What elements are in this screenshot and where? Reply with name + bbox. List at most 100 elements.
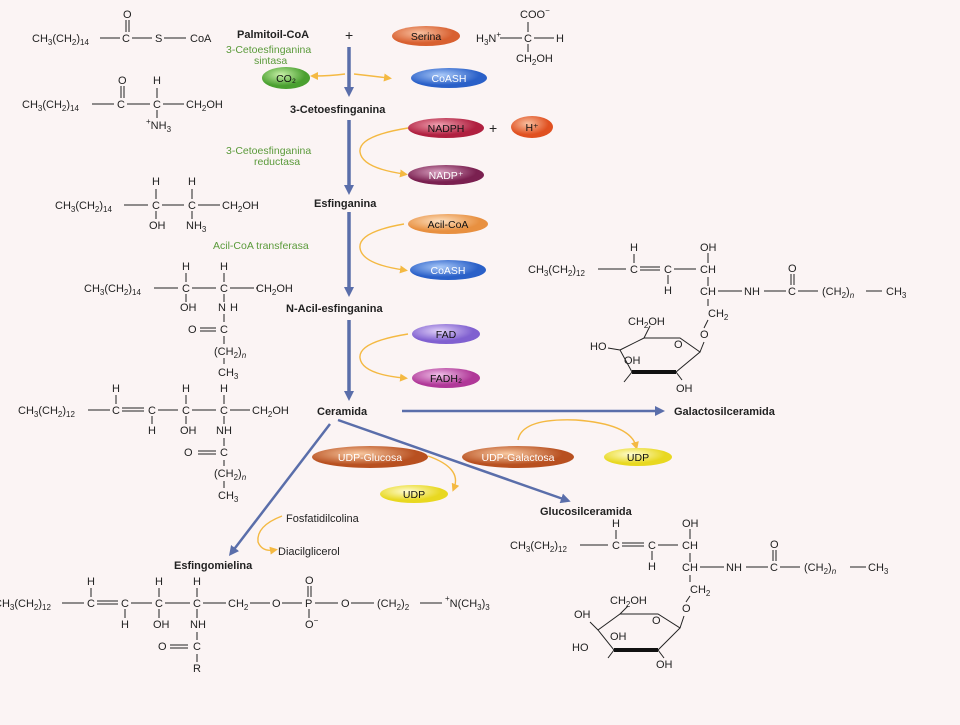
pill-acil-coa: Acil-CoA <box>408 214 488 234</box>
svg-text:O: O <box>272 598 281 610</box>
svg-text:CH3: CH3 <box>868 562 889 576</box>
side-arrow-udpglc <box>427 455 460 492</box>
pill-fadh2: FADH₂ <box>412 368 480 388</box>
svg-text:OH: OH <box>624 355 641 367</box>
svg-text:N: N <box>218 302 226 314</box>
svg-text:CH2: CH2 <box>708 308 729 322</box>
label-esfingomielina: Esfingomielina <box>174 560 253 572</box>
svg-text:CH3(CH2)14: CH3(CH2)14 <box>84 283 141 297</box>
main-arrows <box>228 47 665 556</box>
svg-text:C: C <box>112 405 120 417</box>
svg-text:O: O <box>788 263 797 275</box>
svg-text:OH: OH <box>574 609 591 621</box>
structure-n-acil-esfinganina: CH3(CH2)14 C H OH C H N H C O (CH2)n CH3… <box>84 261 293 381</box>
svg-text:CH3: CH3 <box>886 286 907 300</box>
svg-text:C: C <box>220 405 228 417</box>
svg-text:H: H <box>188 176 196 188</box>
svg-text:COO−: COO− <box>520 6 550 21</box>
svg-text:(CH2)2: (CH2)2 <box>377 598 410 612</box>
side-arrow-fad <box>359 333 409 382</box>
svg-text:C: C <box>630 264 638 276</box>
pill-coash-1: CoASH <box>411 68 487 88</box>
svg-text:C: C <box>152 200 160 212</box>
svg-text:O: O <box>118 75 127 87</box>
pill-udp-glucosa-label: UDP-Glucosa <box>338 452 402 464</box>
svg-text:CH3(CH2)12: CH3(CH2)12 <box>510 540 567 554</box>
svg-text:OH: OH <box>656 659 673 671</box>
enzyme-sintasa-line2: sintasa <box>254 55 287 67</box>
label-n-acil-esfinganina: N-Acil-esfinganina <box>286 303 383 315</box>
svg-text:(CH2)n: (CH2)n <box>214 468 247 482</box>
label-diacilglicerol: Diacilglicerol <box>278 546 340 558</box>
svg-text:CH3: CH3 <box>218 490 239 504</box>
side-arrow-nadph <box>359 127 409 178</box>
pill-nadp: NADP⁺ <box>408 165 484 185</box>
svg-text:O: O <box>770 539 779 551</box>
svg-text:C: C <box>117 99 125 111</box>
svg-text:HO: HO <box>572 642 589 654</box>
svg-text:OH: OH <box>676 383 693 395</box>
label-cetoesfinganina: 3-Cetoesfinganina <box>290 104 386 116</box>
svg-text:C: C <box>188 200 196 212</box>
svg-text:C: C <box>524 33 532 45</box>
svg-text:OH: OH <box>153 619 170 631</box>
svg-text:H: H <box>182 261 190 273</box>
svg-text:CH2OH: CH2OH <box>516 53 553 67</box>
pill-fadh2-label: FADH₂ <box>430 373 462 385</box>
svg-text:HO: HO <box>590 341 607 353</box>
pill-coash-1-label: CoASH <box>431 73 466 85</box>
svg-text:C: C <box>122 33 130 45</box>
svg-text:(CH2)n: (CH2)n <box>804 562 837 576</box>
svg-text:CH2OH: CH2OH <box>186 99 223 113</box>
side-arrow-acil <box>359 223 408 274</box>
svg-text:H: H <box>630 242 638 254</box>
pill-h-plus: H⁺ <box>511 116 553 138</box>
structure-palmitoil-coa: CH3(CH2)14 C O S CoA <box>32 9 212 47</box>
pill-coash-2-label: CoASH <box>430 265 465 277</box>
enzyme-reductasa-line2: reductasa <box>254 156 300 168</box>
svg-text:H: H <box>220 383 228 395</box>
svg-text:O: O <box>184 447 193 459</box>
svg-text:H: H <box>648 561 656 573</box>
svg-text:CH2OH: CH2OH <box>610 595 647 609</box>
plus-sign-1: + <box>345 27 353 43</box>
svg-text:H3N+: H3N+ <box>476 30 501 47</box>
svg-text:NH: NH <box>216 425 232 437</box>
svg-text:C: C <box>87 598 95 610</box>
svg-text:H: H <box>556 33 564 45</box>
svg-text:CH3(CH2)14: CH3(CH2)14 <box>22 99 79 113</box>
svg-text:O: O <box>674 339 683 351</box>
pill-udp-glucosa: UDP-Glucosa <box>312 446 428 468</box>
svg-text:H: H <box>152 176 160 188</box>
svg-text:CH: CH <box>700 286 716 298</box>
svg-text:C: C <box>153 99 161 111</box>
structure-esfingomielina: CH3(CH2)12 C H C H C H OH C H NH C O R C… <box>0 575 490 675</box>
svg-text:C: C <box>220 447 228 459</box>
pill-fad-label: FAD <box>436 329 457 341</box>
svg-text:O: O <box>305 575 314 587</box>
svg-text:OH: OH <box>610 631 627 643</box>
pill-nadph-label: NADPH <box>428 123 465 135</box>
svg-text:O: O <box>123 9 132 21</box>
svg-text:(CH2)n: (CH2)n <box>822 286 855 300</box>
svg-text:H: H <box>112 383 120 395</box>
svg-text:S: S <box>155 33 162 45</box>
structure-serina: H3N+ C COO− H CH2OH <box>476 6 564 67</box>
svg-text:C: C <box>193 598 201 610</box>
pill-nadph: NADPH <box>408 118 484 138</box>
pill-coash-2: CoASH <box>410 260 486 280</box>
svg-text:CH3(CH2)12: CH3(CH2)12 <box>0 598 51 612</box>
label-palmitoil-coa: Palmitoil-CoA <box>237 29 309 41</box>
svg-text:H: H <box>182 383 190 395</box>
pill-h-plus-label: H⁺ <box>525 122 539 134</box>
pill-serina-label: Serina <box>411 31 442 43</box>
svg-text:CH2OH: CH2OH <box>628 316 665 330</box>
pill-co2: CO₂ <box>262 67 310 89</box>
enzyme-sintasa-line1: 3-Cetoesfinganina <box>226 44 311 56</box>
svg-text:NH: NH <box>190 619 206 631</box>
svg-text:O: O <box>158 641 167 653</box>
svg-text:OH: OH <box>149 220 166 232</box>
svg-text:CH2: CH2 <box>228 598 249 612</box>
svg-text:OH: OH <box>682 518 699 530</box>
